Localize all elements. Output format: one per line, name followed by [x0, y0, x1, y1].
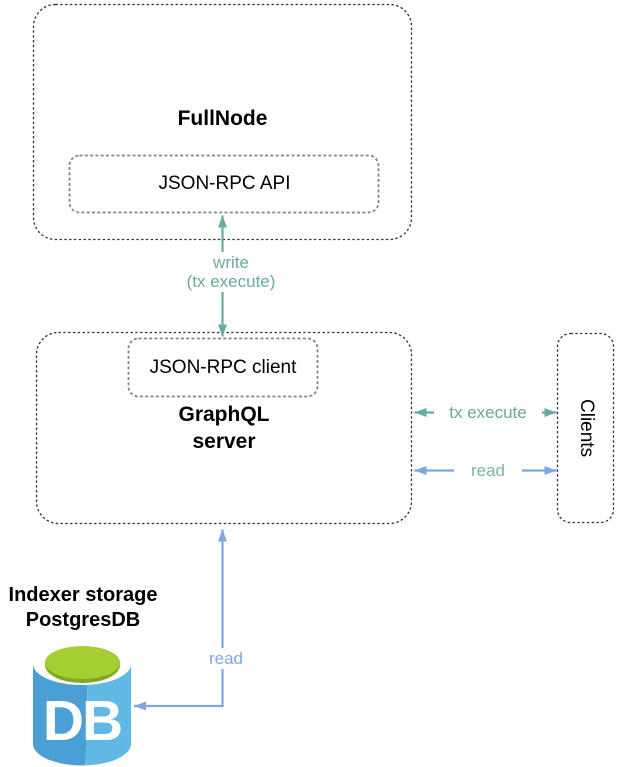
read-db-label: read — [192, 648, 260, 669]
indexer-storage-title-line1: Indexer storage — [8, 584, 158, 606]
jsonrpc-client-label: JSON-RPC client — [149, 356, 297, 378]
write-label: write (tx execute) — [163, 252, 299, 292]
tx-execute-label: tx execute — [434, 402, 542, 423]
jsonrpc-client-box — [127, 337, 319, 398]
db-cylinder-body-right — [85, 664, 131, 766]
database-icon — [33, 643, 131, 766]
read-db-arrow — [134, 529, 227, 711]
clients-label: Clients — [576, 398, 597, 458]
db-cylinder-top-surface — [45, 646, 120, 679]
graphql-server-title-line1: GraphQL — [178, 403, 270, 426]
write-label-line2: (tx execute) — [186, 272, 276, 291]
read-clients-label: read — [454, 460, 522, 481]
indexer-storage-title-line2: PostgresDB — [25, 609, 141, 631]
graphql-server-title: GraphQL server — [36, 400, 412, 456]
clients-box — [556, 332, 615, 524]
fullnode-title: FullNode — [177, 106, 268, 130]
db-cylinder-body-left — [33, 664, 88, 766]
db-icon-label: DB — [42, 688, 123, 753]
indexer-storage-title: Indexer storage PostgresDB — [0, 583, 166, 633]
graphql-server-title-line2: server — [192, 430, 256, 453]
jsonrpc-api-label: JSON-RPC API — [158, 172, 291, 194]
jsonrpc-api-box — [68, 154, 380, 214]
write-label-line1: write — [213, 253, 249, 272]
